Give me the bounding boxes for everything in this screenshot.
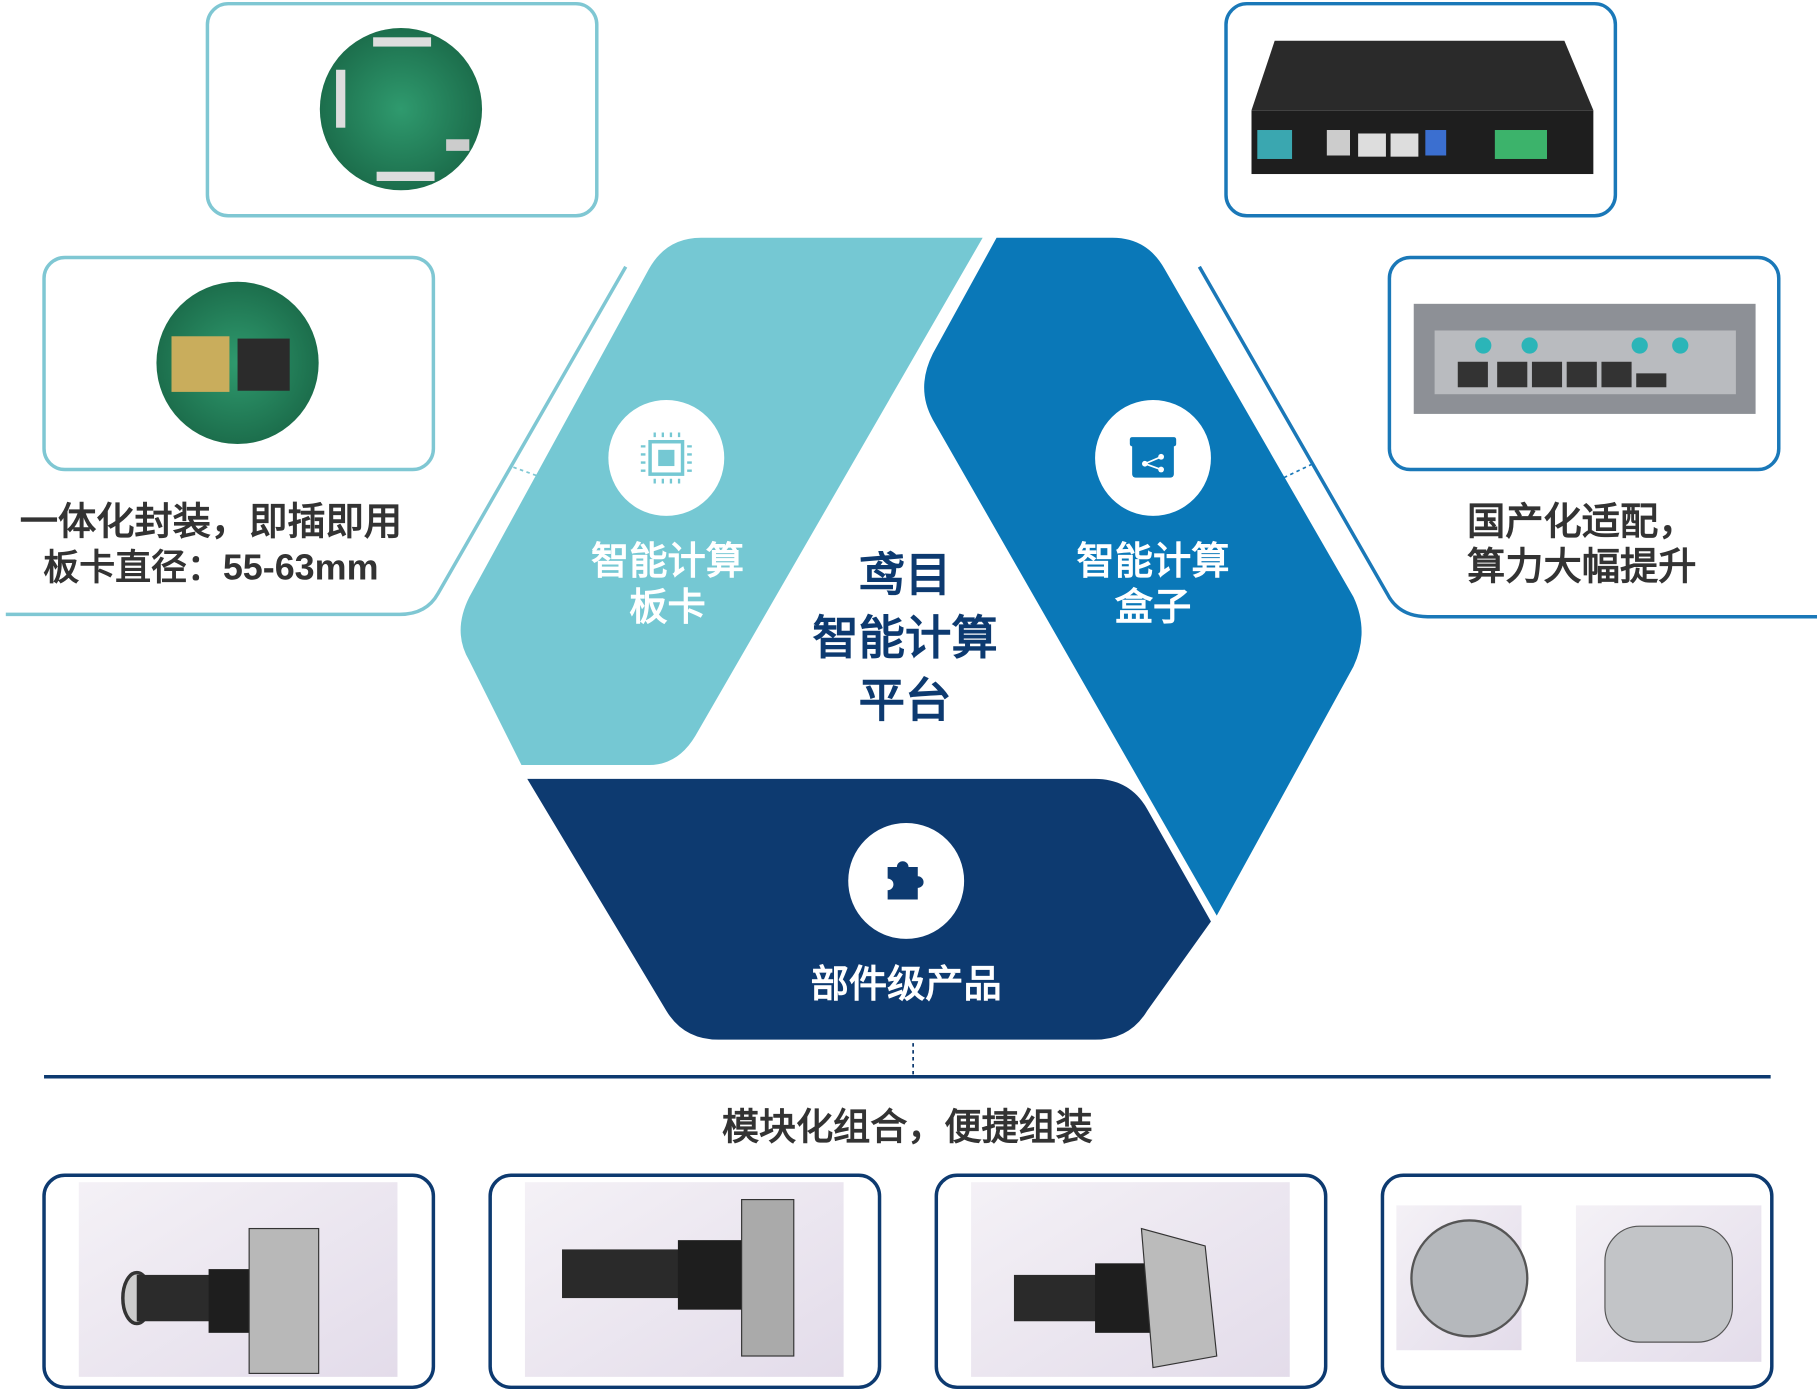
segment-board[interactable]: 智能计算 板卡	[460, 237, 983, 766]
bottom-caption: 模块化组合，便捷组装	[722, 1105, 1093, 1147]
product-card-2	[488, 1173, 882, 1390]
right-caption-line1: 国产化适配，	[1467, 500, 1696, 543]
segment-box-line2: 盒子	[1114, 586, 1191, 629]
segment-board-line2: 板卡	[629, 586, 705, 629]
center-title-line2: 智能计算	[812, 612, 997, 664]
box-image-card-right	[1387, 255, 1781, 472]
segment-component-label: 部件级产品	[811, 963, 1002, 1006]
compute-box-image	[1251, 40, 1594, 111]
left-caption-line2: 板卡直径：55-63mm	[43, 547, 378, 588]
product-card-3	[934, 1173, 1328, 1390]
chip-icon	[640, 432, 692, 484]
right-bracket-line	[1197, 265, 1817, 619]
segment-box[interactable]: 智能计算 盒子	[924, 237, 1362, 916]
cylinder-module-image	[1410, 1219, 1529, 1338]
puzzle-icon	[887, 861, 924, 900]
product-card-4	[1380, 1173, 1774, 1390]
segment-board-line1: 智能计算	[591, 540, 744, 583]
center-title-line3: 平台	[859, 674, 952, 726]
segment-component[interactable]: 部件级产品	[527, 778, 1211, 1040]
left-caption-line1: 一体化封装，即插即用	[20, 500, 402, 543]
right-caption-line2: 算力大幅提升	[1467, 546, 1696, 589]
product-card-1	[42, 1173, 436, 1390]
box-icon	[1129, 437, 1177, 478]
segment-box-line1: 智能计算	[1077, 540, 1230, 583]
board-image-card-top	[205, 1, 599, 218]
center-title-line1: 鸢目	[859, 549, 952, 601]
circuit-board-image	[319, 28, 483, 191]
board-image-card-left	[42, 255, 436, 472]
box-image-card-top	[1224, 1, 1618, 218]
left-bracket-line	[5, 265, 628, 617]
